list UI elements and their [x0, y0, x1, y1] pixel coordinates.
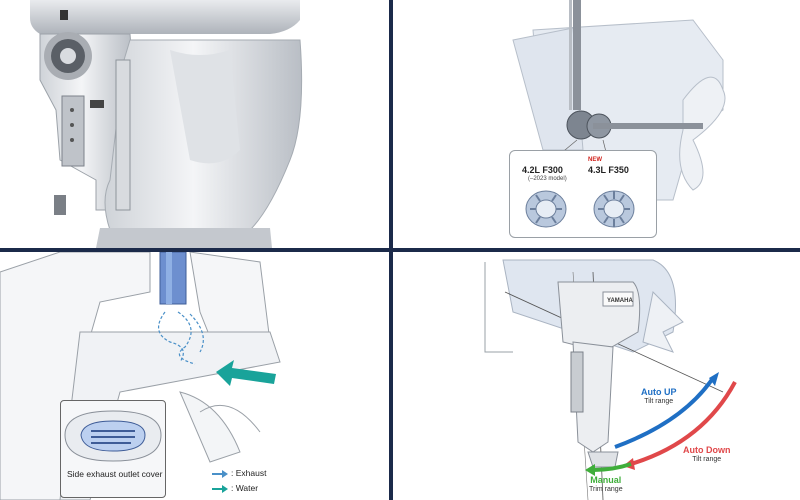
auto-down-label: Auto Down Tilt range [683, 445, 731, 464]
outlet-grille-icon [91, 430, 135, 444]
gearcase-illustration [393, 0, 800, 248]
new-model-title: 4.3L F350 [588, 165, 629, 175]
auto-down-sub: Tilt range [692, 455, 722, 463]
outboard-side-panel [0, 0, 389, 248]
new-spline-gear-icon [593, 190, 635, 228]
teal-arrow-icon [212, 484, 228, 493]
legend-water: : Water [212, 483, 258, 493]
tilt-trim-illustration: YAMAHA [393, 252, 800, 500]
old-model-title: 4.2L F300 [522, 165, 563, 175]
legend-water-label: : Water [231, 483, 259, 493]
manual-label: Manual Trim range [589, 475, 623, 494]
auto-down-text: Auto Down [683, 445, 731, 455]
auto-up-text: Auto UP [641, 387, 677, 397]
auto-up-arc [614, 376, 715, 449]
auto-up-sub: Tilt range [644, 397, 674, 405]
outlet-cover-closeup [64, 410, 162, 462]
latch-icon [60, 10, 68, 20]
brand-badge: YAMAHA [607, 298, 633, 304]
manual-arrowhead-icon [585, 464, 595, 476]
manual-sub: Trim range [589, 485, 623, 493]
manual-trim-arc [592, 462, 632, 472]
gearcase-cutaway-panel: 4.2L F300 (–2023 model) NEW 4.3L F350 [393, 0, 800, 248]
outboard-side-illustration [0, 0, 389, 248]
legend-exhaust: : Exhaust [212, 468, 266, 478]
exhaust-outlet-caption: Side exhaust outlet cover [67, 469, 163, 479]
manual-text: Manual [590, 475, 622, 485]
auto-up-label: Auto UP Tilt range [641, 387, 677, 406]
auto-up-arrowhead-icon [709, 372, 719, 386]
auto-down-arc [630, 381, 737, 466]
old-model-sub: (–2023 model) [528, 176, 567, 182]
yamaha-emblem-icon [60, 48, 76, 64]
blue-arrow-icon [212, 469, 228, 478]
legend-exhaust-label: : Exhaust [231, 468, 267, 478]
exhaust-outlet-callout: Side exhaust outlet cover [60, 400, 166, 498]
gear-comparison-box: 4.2L F300 (–2023 model) NEW 4.3L F350 [509, 150, 657, 238]
old-spline-gear-icon [525, 190, 567, 228]
exhaust-illustration [0, 252, 389, 500]
exhaust-routing-panel: Side exhaust outlet cover : Exhaust : Wa… [0, 252, 389, 500]
spline-gears [525, 190, 635, 228]
new-badge: NEW [588, 157, 602, 163]
water-flow-arrow-icon [216, 360, 276, 386]
tilt-trim-panel: YAMAHA Auto UP Tilt range Auto Down Tilt… [393, 252, 800, 500]
